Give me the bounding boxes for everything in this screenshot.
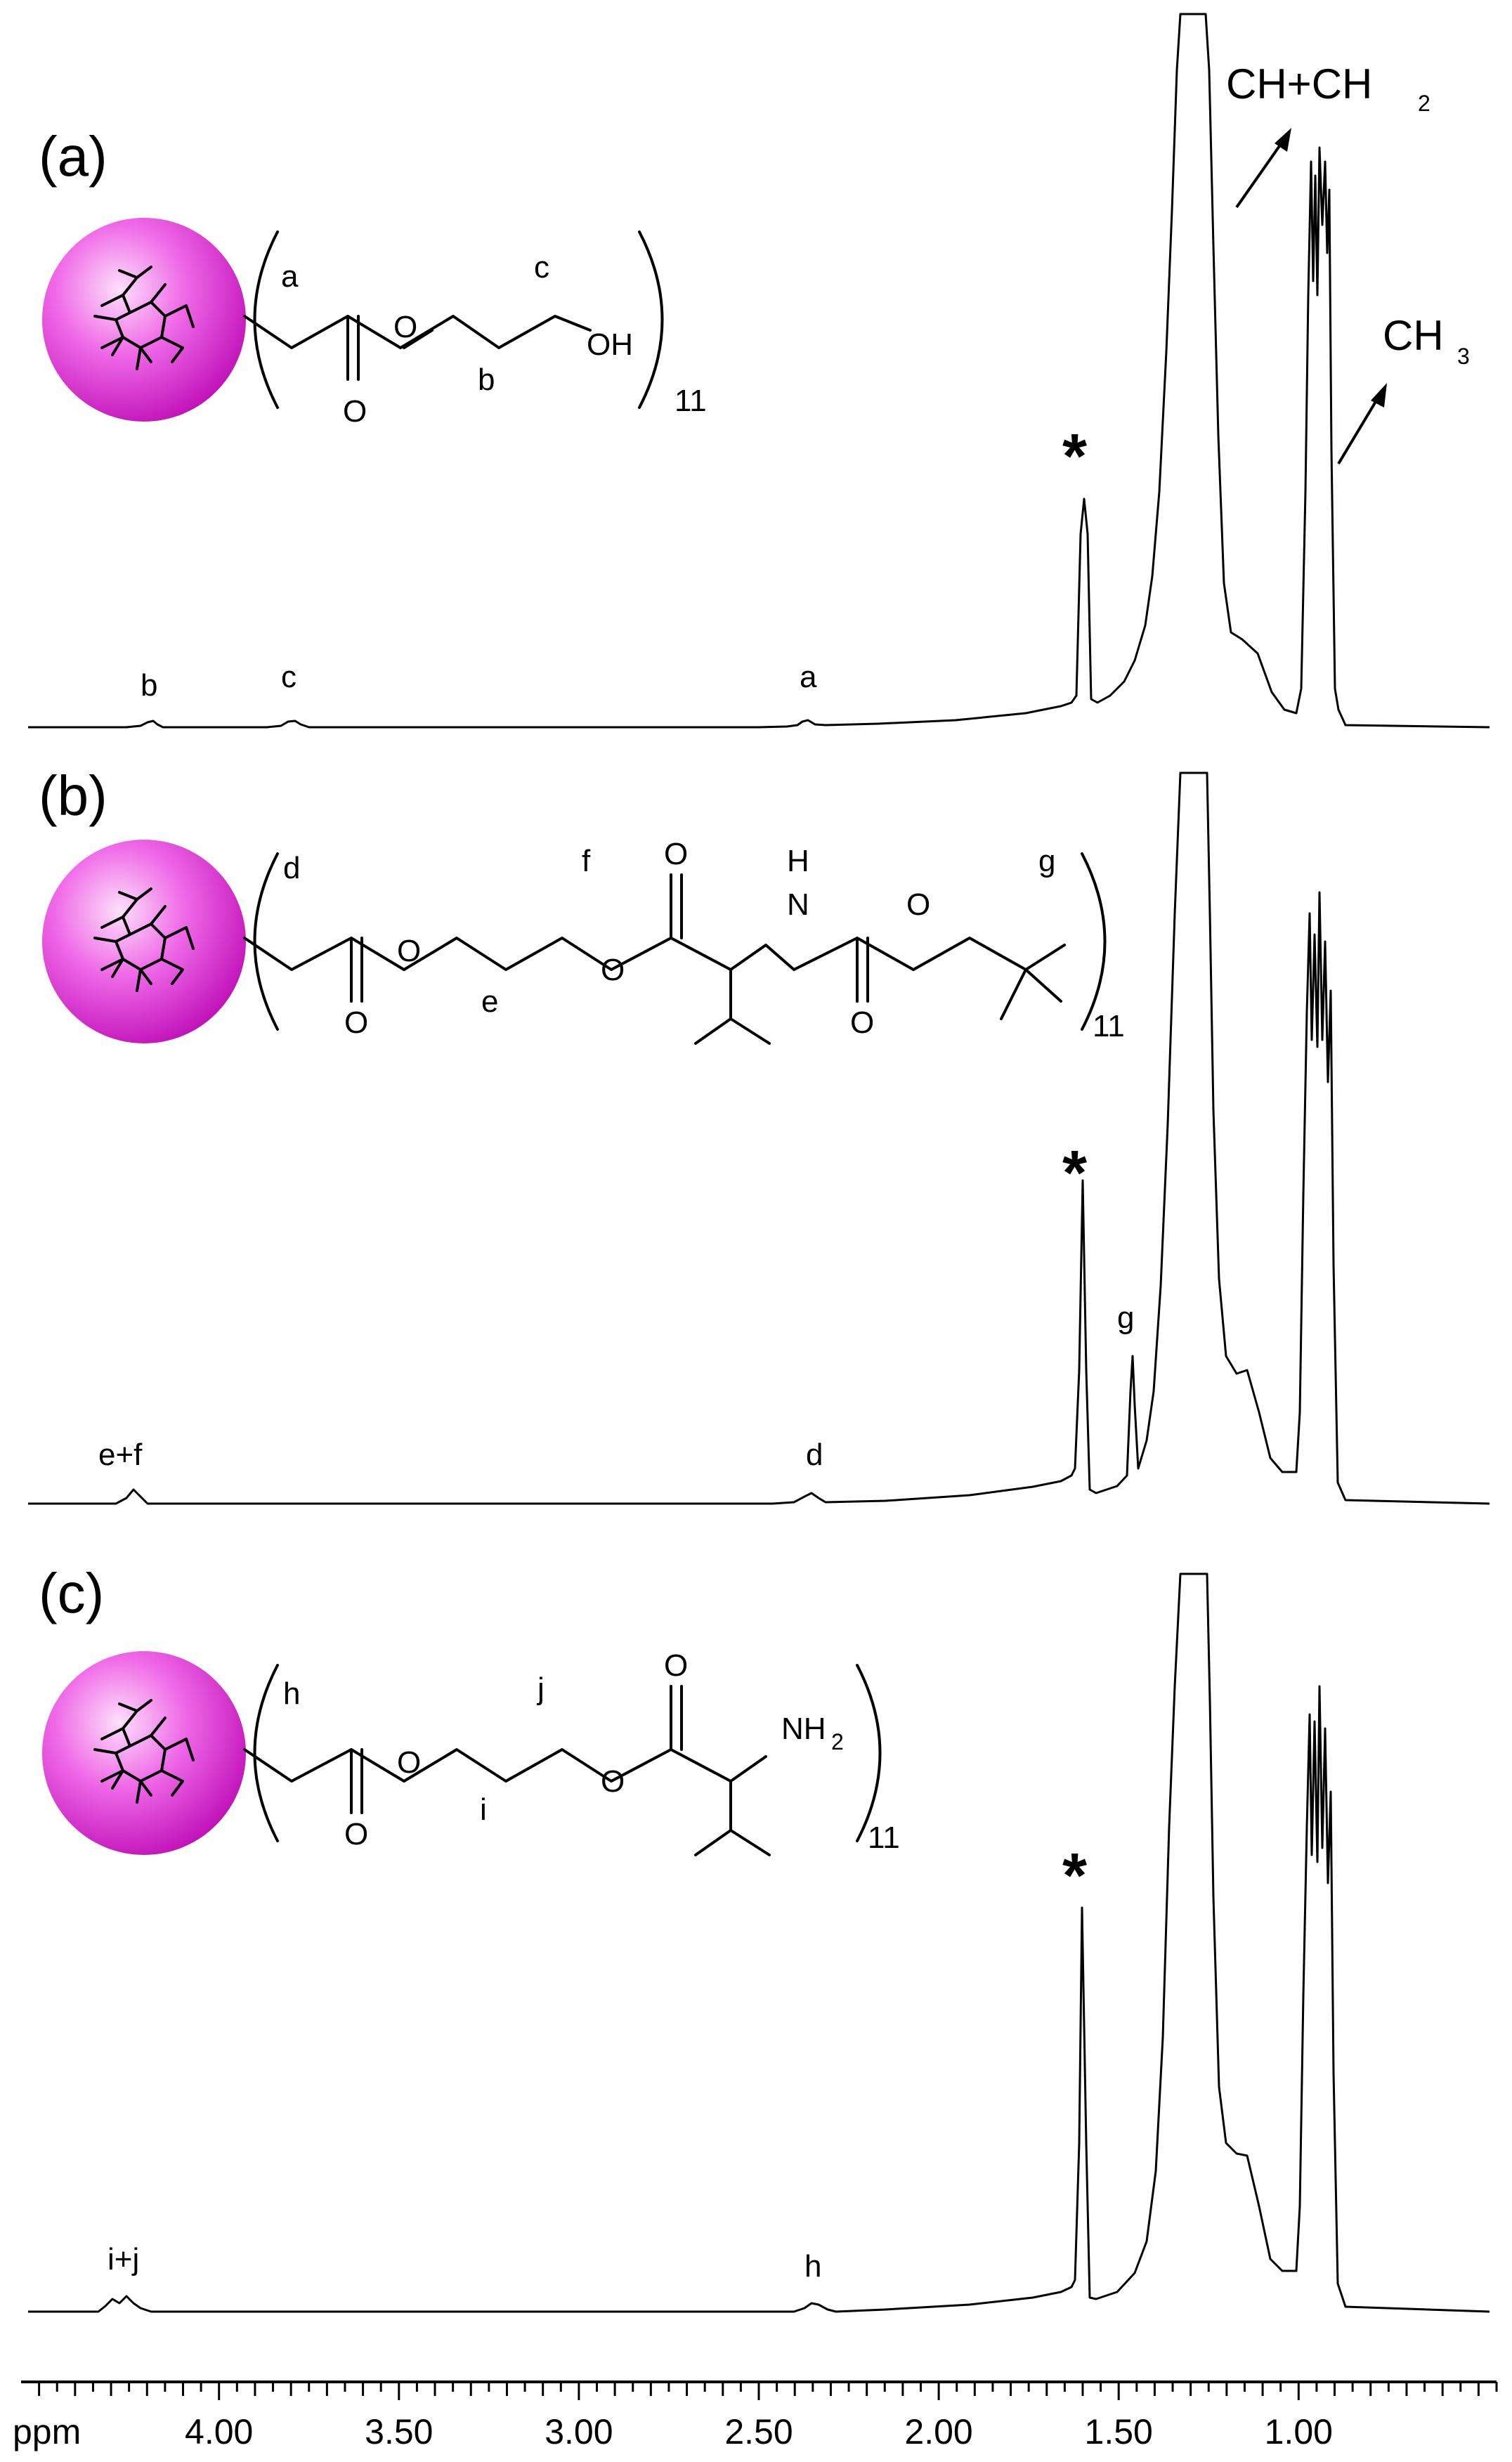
- panel-a-ch-ch2-arrow: [1235, 136, 1287, 209]
- panel-c-atom-i: i: [480, 1792, 487, 1827]
- panel-a-solvent-star: *: [1062, 422, 1087, 492]
- x-axis-tick-label: 2.50: [724, 2412, 793, 2451]
- panel-b-peak-label-g: g: [1117, 1301, 1134, 1335]
- panel-a-left-paren: [253, 230, 279, 409]
- x-axis-tick-label: 2.00: [904, 2412, 972, 2451]
- panel-b: (b) O O O O O O N H d e f g 11 e+f d * g: [28, 764, 1490, 1505]
- panel-a-ch-ch2-label: CH+CH: [1226, 60, 1372, 108]
- panel-a-right-paren: [638, 230, 664, 409]
- panel-a-chain-bonds: [243, 315, 592, 381]
- panel-b-oxygen-carbonyl-3: O: [850, 1005, 874, 1040]
- x-axis-tick-label: 1.50: [1085, 2412, 1153, 2451]
- panel-a-ch3-annotation: CH 3: [1337, 312, 1470, 465]
- panel-c-structure: O O O O NH 2 h i j 11: [42, 1648, 900, 1856]
- panel-b-oxygen-carbonyl-2: O: [664, 837, 688, 871]
- panel-b-oxygen-ether-1: O: [397, 934, 421, 968]
- panel-c-amine-subscript: 2: [831, 1729, 844, 1754]
- panel-c-oxygen-ether-2: O: [601, 1764, 625, 1799]
- panel-c-atom-h: h: [283, 1676, 300, 1711]
- panel-b-atom-d: d: [283, 851, 300, 885]
- panel-a-trace: [28, 13, 1490, 729]
- x-axis-tick-label: 3.00: [545, 2412, 613, 2451]
- panel-b-oxygen-ether-3: O: [906, 887, 930, 922]
- panel-c-oxygen-ether-1: O: [397, 1745, 421, 1780]
- panel-c-peak-label-ij: i+j: [107, 2242, 139, 2277]
- panel-c: (c) O O O O NH 2 h i j 11 i+j h *: [28, 1562, 1490, 2313]
- panel-c-right-paren: [856, 1664, 882, 1842]
- panel-a-peak-label-a: a: [800, 660, 817, 694]
- panel-b-atom-f: f: [582, 844, 591, 878]
- x-axis-unit-label: ppm: [13, 2412, 81, 2451]
- panel-b-structure: O O O O O O N H d e f g 11: [42, 837, 1125, 1045]
- panel-c-core-sphere: [42, 1651, 246, 1855]
- panel-b-peak-label-ef: e+f: [98, 1438, 143, 1472]
- panel-a-ch3-arrow: [1337, 392, 1382, 465]
- panel-c-chain-bonds: [243, 1685, 771, 1856]
- panel-b-atom-e: e: [481, 984, 498, 1019]
- panel-a-peak-label-b: b: [141, 668, 157, 703]
- panel-b-peak-label-d: d: [806, 1438, 823, 1472]
- panel-c-left-paren: [253, 1664, 279, 1842]
- panel-a-end-group: OH: [587, 327, 633, 362]
- panel-b-trace: [28, 771, 1490, 1505]
- panel-a-ch-ch2-arrowhead: [1275, 128, 1291, 152]
- panel-a-core-sphere: [42, 218, 246, 422]
- panel-a-atom-a: a: [281, 259, 299, 294]
- panel-a-ch3-label: CH: [1383, 312, 1444, 359]
- x-axis-tick-label: 4.00: [185, 2412, 253, 2451]
- panel-b-oxygen-carbonyl-1: O: [344, 1005, 368, 1040]
- panel-c-amine: NH: [781, 1712, 826, 1746]
- panel-a-peak-label-c: c: [281, 660, 296, 694]
- panel-a-atom-b: b: [478, 363, 495, 397]
- panel-b-solvent-star: *: [1062, 1138, 1087, 1209]
- panel-b-nitrogen: N: [787, 887, 809, 922]
- panel-a-structure: O O OH a b c 11: [42, 218, 707, 429]
- panel-a-oxygen-ether: O: [393, 310, 417, 344]
- panel-a-ch-ch2-annotation: CH+CH 2: [1226, 60, 1430, 209]
- panel-a-oxygen-carbonyl: O: [343, 394, 367, 429]
- panel-c-label: (c): [39, 1562, 104, 1624]
- panel-c-repeat-count: 11: [868, 1821, 900, 1855]
- ppm-axis: ppm 4.00 3.50 3.00 2.50 2.00 1.50 1.00: [13, 2380, 1498, 2451]
- panel-b-core-sphere: [42, 840, 246, 1043]
- panel-a-ch3-subscript: 3: [1457, 344, 1470, 369]
- panel-b-chain-bonds: [243, 873, 1066, 1045]
- panel-c-oxygen-carbonyl-2: O: [664, 1648, 688, 1683]
- panel-b-right-paren: [1081, 852, 1107, 1031]
- panel-a-label: (a): [39, 125, 107, 188]
- panel-c-atom-j: j: [536, 1672, 545, 1706]
- panel-b-label: (b): [39, 764, 107, 827]
- x-axis-tick-label: 3.50: [365, 2412, 433, 2451]
- x-axis-tick-label: 1.00: [1265, 2412, 1333, 2451]
- panel-b-repeat-count: 11: [1093, 1009, 1125, 1043]
- panel-a-ch3-arrowhead: [1371, 383, 1387, 408]
- panel-a-ch-ch2-subscript: 2: [1418, 91, 1430, 116]
- panel-b-left-paren: [253, 852, 279, 1031]
- panel-b-oxygen-ether-2: O: [601, 953, 625, 987]
- panel-a-repeat-count: 11: [674, 384, 707, 418]
- panel-a-atom-c: c: [534, 250, 549, 285]
- panel-b-nitrogen-hydrogen: H: [787, 844, 809, 878]
- panel-a: (a) O O OH a b c 11 b c a * CH+CH 2 CH: [28, 13, 1490, 729]
- panel-c-trace: [28, 1572, 1490, 2313]
- panel-c-oxygen-carbonyl-1: O: [344, 1817, 368, 1851]
- panel-c-solvent-star: *: [1062, 1841, 1087, 1911]
- panel-c-peak-label-h: h: [804, 2249, 821, 2284]
- panel-b-atom-g: g: [1038, 844, 1055, 878]
